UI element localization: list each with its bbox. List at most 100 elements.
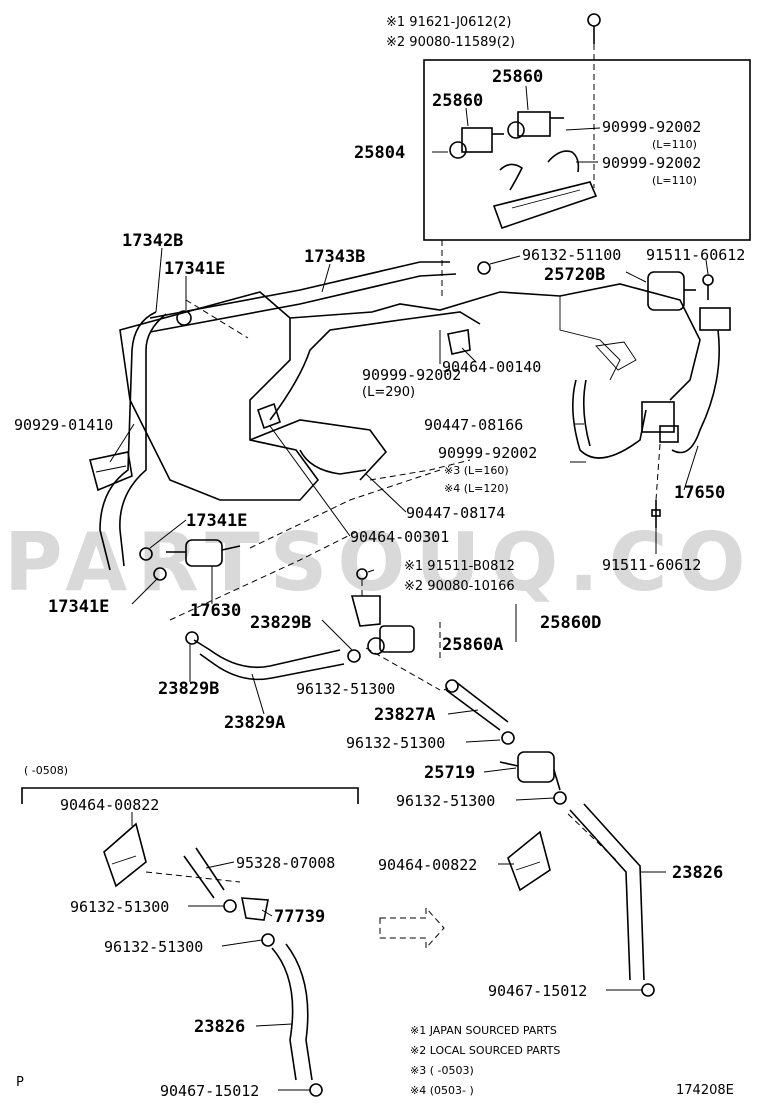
wire-17650 xyxy=(671,329,720,454)
fuel-filter-25719 xyxy=(499,751,561,791)
hose-17343b-upper xyxy=(149,261,450,319)
figure-code: 174208E xyxy=(676,1083,734,1098)
label-17650: 17650 xyxy=(674,483,725,503)
label-25804: 25804 xyxy=(354,143,405,163)
label-90467-15012-inset: 90467-15012 xyxy=(160,1082,259,1100)
label-90464-00822-inset: 90464-00822 xyxy=(60,796,159,814)
hose-90447-08174 xyxy=(299,449,367,475)
clip-17341e-top xyxy=(176,310,192,326)
hose-95328-b xyxy=(195,847,225,891)
bolt-icon xyxy=(651,500,661,528)
hose-90999-l290 xyxy=(269,311,481,421)
vsv-valve-right xyxy=(507,111,564,139)
inset-frame xyxy=(21,787,359,804)
hose-23826-a xyxy=(569,809,631,981)
fuel-tank-outline xyxy=(119,283,701,501)
label-96132-51300-a: 96132-51300 xyxy=(296,680,395,698)
inset-range-label: ( -0508) xyxy=(24,764,68,777)
bolt-icon xyxy=(356,568,368,580)
label-25860a: 25860A xyxy=(442,635,503,655)
clip-90467-15012 xyxy=(641,983,655,997)
hose-95328-a xyxy=(183,855,215,899)
label-91511-b0812: ※1 91511-B0812 xyxy=(404,559,515,574)
label-25719: 25719 xyxy=(424,763,475,783)
watermark: PARTSOUQ.COM xyxy=(4,516,760,609)
legend-note-3: ※3 ( -0503) xyxy=(410,1064,474,1077)
label-90464-00140: 90464-00140 xyxy=(442,358,541,376)
vsv-valve-left xyxy=(449,127,504,159)
label-23826-inset: 23826 xyxy=(194,1017,245,1037)
label-23827a: 23827A xyxy=(374,705,435,725)
vsv-17630 xyxy=(166,539,241,567)
hose-23827a-b xyxy=(455,681,509,723)
label-90080-10166: ※2 90080-10166 xyxy=(404,579,515,594)
bolt-icon xyxy=(702,274,714,300)
hose-17342b-inner xyxy=(119,313,167,567)
label-25720b: 25720B xyxy=(544,265,605,285)
bracket-25860d xyxy=(350,595,381,627)
label-96132-51300-b: 96132-51300 xyxy=(346,734,445,752)
clip-96132-d xyxy=(223,899,237,913)
label-23826: 23826 xyxy=(672,863,723,883)
hose-23826-inset-b xyxy=(285,943,313,1081)
legend-note-4: ※4 (0503- ) xyxy=(410,1084,474,1097)
clip-90467-inset xyxy=(309,1083,323,1097)
label-96132-51300-d: 96132-51300 xyxy=(70,898,169,916)
label-17630: 17630 xyxy=(190,601,241,621)
label-96132-51100: 96132-51100 xyxy=(522,246,621,264)
clip-90929 xyxy=(89,451,133,492)
detail-box-frame xyxy=(423,59,751,241)
vsv-bracket xyxy=(492,181,598,230)
label-25860-left: 25860 xyxy=(432,91,483,111)
label-96132-51300-c: 96132-51300 xyxy=(396,792,495,810)
label-91511-60612-top: 91511-60612 xyxy=(646,246,745,264)
clip-96132-b xyxy=(501,731,515,745)
arrow-icon xyxy=(379,906,445,950)
label-90464-00301: 90464-00301 xyxy=(350,528,449,546)
label-90929-01410: 90929-01410 xyxy=(14,416,113,434)
clip-23829b-right xyxy=(347,649,361,663)
label-25860d: 25860D xyxy=(540,613,601,633)
clip-96132-51100 xyxy=(477,261,491,275)
hose-23829a-a xyxy=(193,639,341,669)
hose-small-b xyxy=(547,150,580,173)
label-90447-08166: 90447-08166 xyxy=(424,416,523,434)
clip-17341e-bot xyxy=(153,567,167,581)
label-90999-d-local: ※4 (L=120) xyxy=(444,482,509,495)
label-90080-11589: ※2 90080-11589(2) xyxy=(386,35,515,50)
label-95328-07008: 95328-07008 xyxy=(236,854,335,872)
hose-17343b-lower xyxy=(149,273,457,333)
clip-96132-c xyxy=(553,791,567,805)
label-23829a: 23829A xyxy=(224,713,285,733)
vsv-25720b xyxy=(647,271,731,331)
label-17343b: 17343B xyxy=(304,247,365,267)
label-90999-b-length: (L=110) xyxy=(652,174,697,187)
clip-96132-a xyxy=(445,679,459,693)
label-17341e-mid: 17341E xyxy=(186,511,247,531)
label-90464-00822: 90464-00822 xyxy=(378,856,477,874)
check-valve-77739 xyxy=(241,897,269,921)
hose-17342b-outer xyxy=(99,311,157,571)
hose-23829a-b xyxy=(199,653,345,681)
vsv-25860a xyxy=(367,625,415,655)
clip-96132-e xyxy=(261,933,275,947)
label-17342b: 17342B xyxy=(122,231,183,251)
label-90467-15012: 90467-15012 xyxy=(488,982,587,1000)
label-23829b-top: 23829B xyxy=(250,613,311,633)
label-90999-a-length: (L=110) xyxy=(652,138,697,151)
label-90999-d-jp: ※3 (L=160) xyxy=(444,464,509,477)
label-25860-right: 25860 xyxy=(492,67,543,87)
label-77739: 77739 xyxy=(274,907,325,927)
legend-note-1: ※1 JAPAN SOURCED PARTS xyxy=(410,1024,557,1037)
vsv-17650 xyxy=(641,401,679,443)
label-90447-08174: 90447-08174 xyxy=(406,504,505,522)
hose-23827a-a xyxy=(445,689,501,731)
label-96132-51300-e: 96132-51300 xyxy=(104,938,203,956)
hose-23826-b xyxy=(583,803,645,981)
hose-90447-08166 xyxy=(572,379,647,459)
hose-small-a xyxy=(499,163,524,191)
clip-90464-00822-inset xyxy=(103,822,147,888)
label-90999-c-length: (L=290) xyxy=(362,385,415,400)
clip-90464-00822 xyxy=(507,830,551,892)
